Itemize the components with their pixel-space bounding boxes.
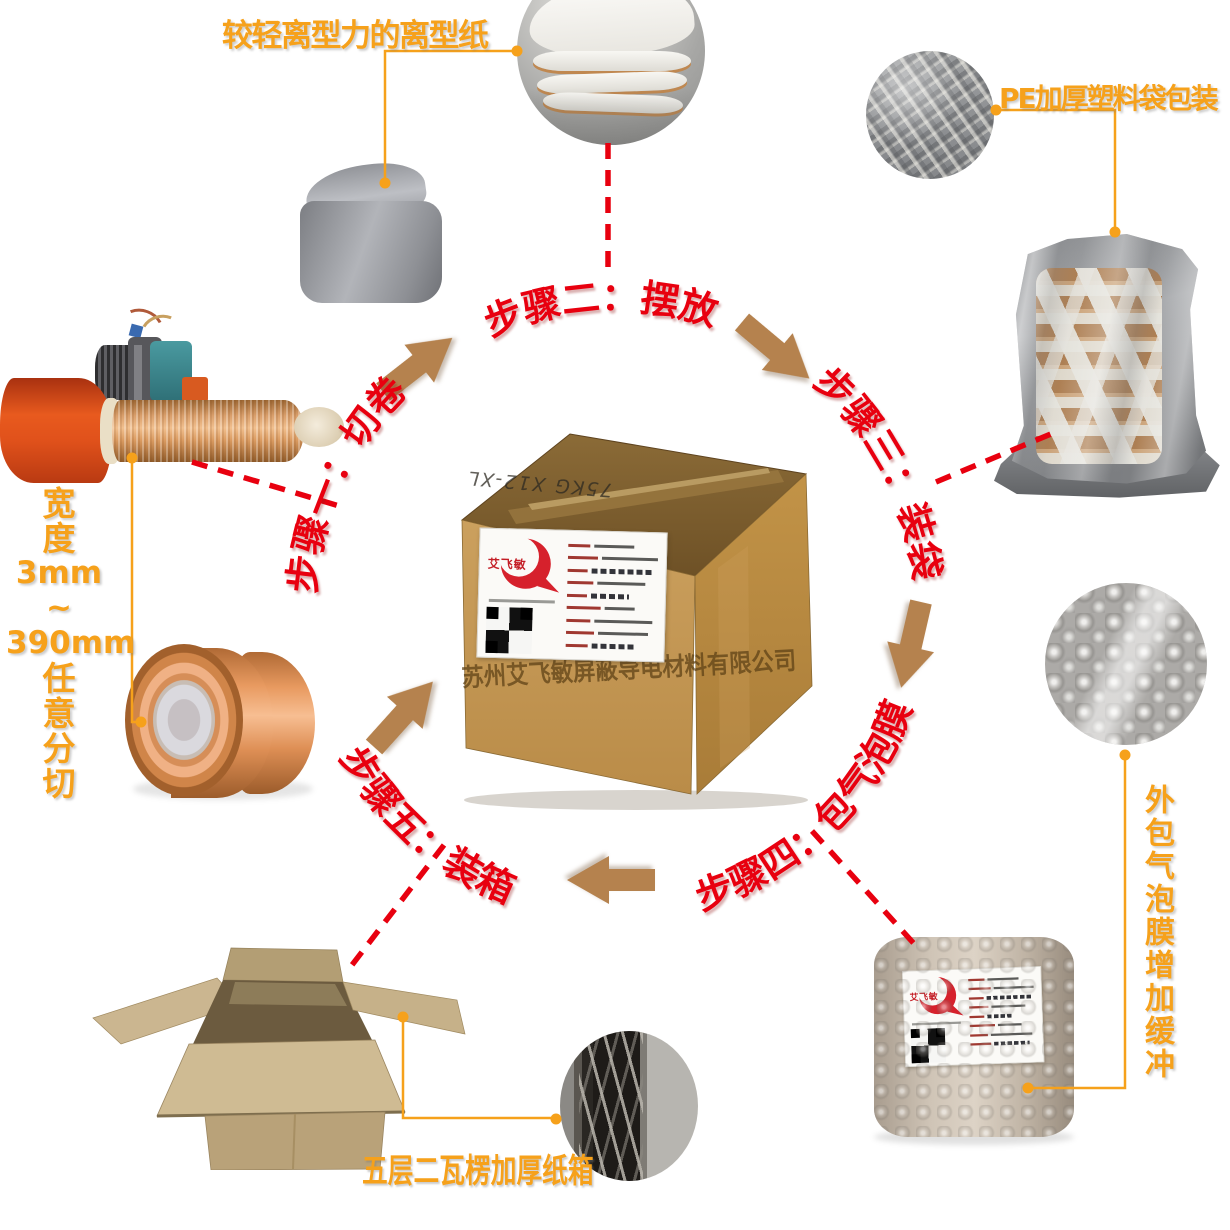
arrow-step1-to-step2 bbox=[368, 318, 468, 411]
width-spec-line: 3mm bbox=[15, 555, 103, 591]
width-spec-line: ~ bbox=[46, 590, 72, 626]
paper-edge bbox=[533, 51, 691, 71]
box-product-label: 艾飞敏 bbox=[476, 527, 668, 663]
brand-logo-text: 艾飞敏 bbox=[487, 556, 527, 572]
brand-logo-swoosh-icon bbox=[917, 975, 964, 1016]
label-field-rows bbox=[565, 539, 661, 654]
bubble-wrapped-package-photo: 艾飞敏 bbox=[868, 933, 1080, 1145]
dash-step4-link bbox=[809, 829, 920, 949]
center-carton-box-photo: 75KG X12-XL 苏州艾飞敏屏蔽导电材料有限公司 艾飞敏 bbox=[448, 418, 823, 813]
width-spec-label: 宽 度 3mm ~ 390mm 任 意 分 切 bbox=[6, 484, 136, 803]
step2-label: 步骤二：摆放 bbox=[478, 275, 723, 345]
roll-body bbox=[300, 201, 442, 303]
arrow-step3-to-step4 bbox=[877, 596, 945, 694]
label-tagline-line bbox=[488, 598, 555, 604]
carton-drawing bbox=[92, 947, 466, 1171]
open-carton-photo bbox=[85, 940, 477, 1171]
release-paper-roll-photo bbox=[298, 156, 448, 313]
machine-roll-endcap bbox=[294, 407, 344, 447]
package-product-label: 艾飞敏 bbox=[902, 966, 1045, 1068]
width-spec-line: 度 bbox=[42, 519, 76, 558]
machine-part bbox=[182, 377, 208, 402]
width-spec-line: 切 bbox=[42, 764, 76, 803]
box-tape bbox=[508, 470, 784, 524]
bubble-cushion-label: 外包气泡膜增加缓冲 bbox=[1139, 784, 1174, 1081]
carton-front-flap bbox=[156, 1039, 406, 1117]
box-tape-light bbox=[528, 468, 770, 510]
slitting-machine-photo bbox=[0, 295, 345, 515]
carton-back-wall bbox=[229, 982, 347, 1006]
width-spec-line: 意 bbox=[42, 694, 76, 733]
corrugated-cardboard-photo bbox=[560, 1031, 698, 1181]
pe-plastic-texture-photo bbox=[866, 51, 994, 179]
box-highlight bbox=[718, 546, 750, 768]
step3-label: 步骤三：装袋 bbox=[806, 358, 949, 583]
width-spec-line: 宽 bbox=[42, 484, 76, 523]
width-spec-line: 任 bbox=[42, 659, 76, 698]
tape-roll-front-face bbox=[125, 644, 243, 796]
qr-code-icon bbox=[485, 606, 533, 654]
arrow-step5-to-step1 bbox=[356, 665, 451, 764]
pe-bag-label: PE加厚塑料袋包装 bbox=[999, 82, 1219, 115]
machine-orange-drum bbox=[0, 378, 112, 483]
arrow-step2-to-step3 bbox=[726, 303, 825, 397]
machine-copper-roll bbox=[112, 400, 304, 462]
box-shadow bbox=[464, 790, 808, 810]
pe-bag-package-photo bbox=[994, 228, 1220, 503]
paper-edge bbox=[542, 91, 684, 115]
brand-logo-swoosh-icon bbox=[498, 536, 560, 593]
arrow-step4-to-step5 bbox=[567, 856, 655, 904]
bubble-overlay bbox=[874, 937, 1074, 1137]
paper-edge bbox=[536, 70, 688, 95]
width-spec-line: 390mm bbox=[6, 625, 136, 661]
machine-part bbox=[134, 345, 142, 405]
carton-label: 五层二瓦楞加厚纸箱 bbox=[362, 1151, 594, 1190]
bag-plastic-sheen bbox=[1011, 234, 1206, 484]
box-right-face bbox=[694, 473, 813, 795]
label-row bbox=[565, 639, 658, 654]
bubble-highlight bbox=[1045, 583, 1207, 745]
connector-dot bbox=[1119, 749, 1131, 761]
carton-crease bbox=[292, 1113, 296, 1170]
pe-bag-connector bbox=[996, 108, 1117, 232]
release-paper-stack-photo bbox=[517, 0, 705, 145]
paper-sheet bbox=[526, 0, 697, 61]
release-paper-label: 较轻离型力的离型纸 bbox=[222, 18, 489, 54]
copper-tape-rolls-photo bbox=[123, 640, 318, 805]
carton-back-flap bbox=[222, 947, 344, 983]
width-spec-line: 分 bbox=[42, 729, 76, 768]
bubble-wrap-texture-photo bbox=[1045, 583, 1207, 745]
